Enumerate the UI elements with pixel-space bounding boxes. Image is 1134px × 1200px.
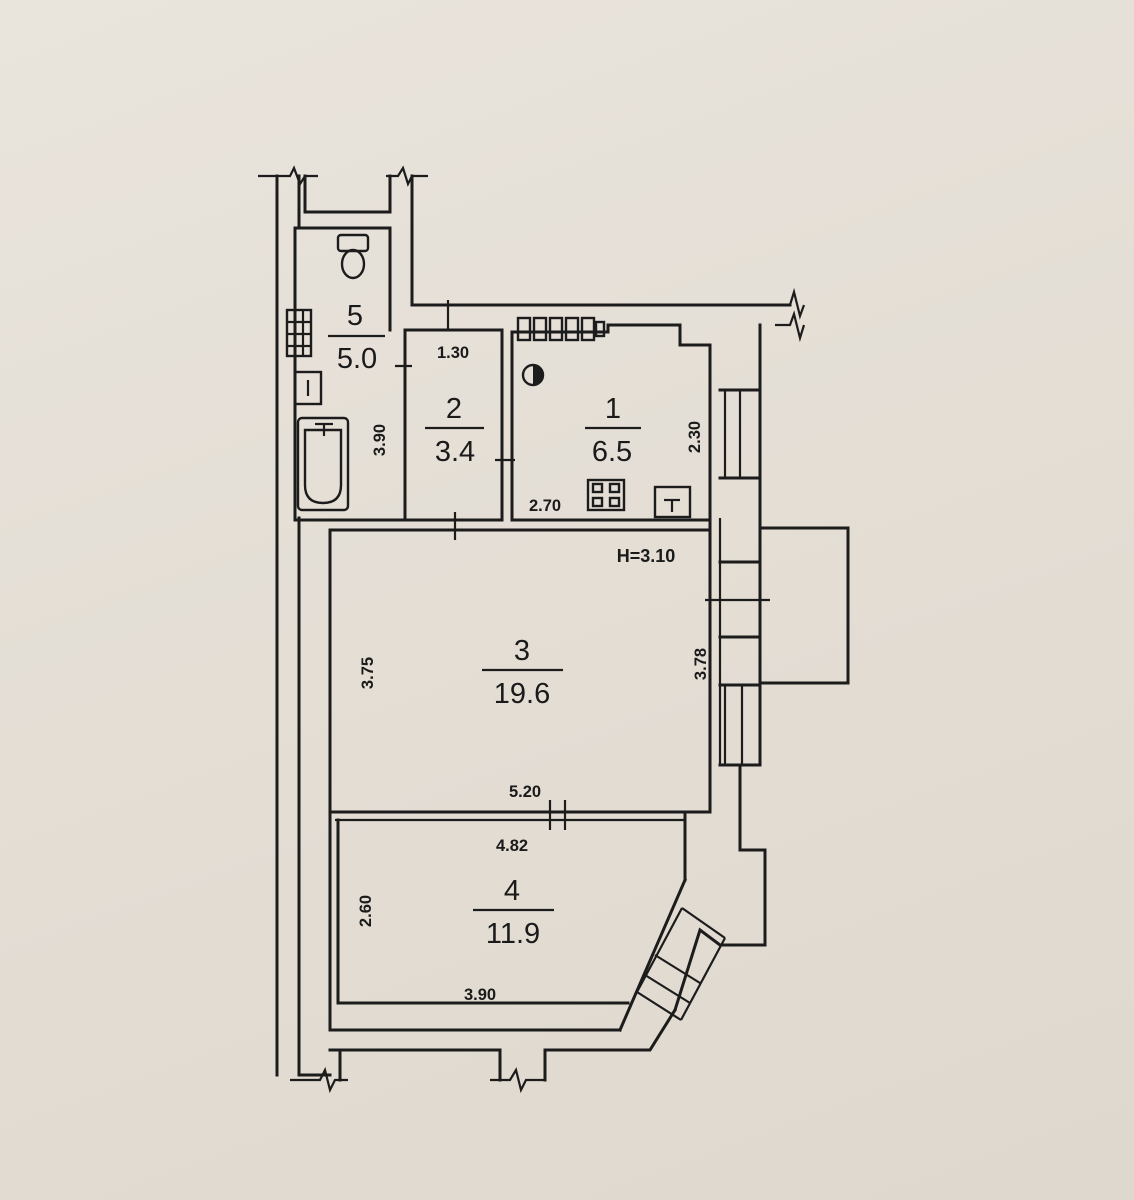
room-1-kitchen: 1 6.5 2.30 2.70 xyxy=(510,316,712,522)
room-1-number: 1 xyxy=(605,393,621,425)
room-3-left-height-label: 3.75 xyxy=(359,657,377,689)
room-4-area: 11.9 xyxy=(486,918,540,950)
kitchen-sink-icon xyxy=(653,485,692,519)
room-4: 4.82 4 11.9 2.60 3.90 xyxy=(336,818,687,1005)
radiator-icon xyxy=(516,316,606,342)
room-3-width-label: 5.20 xyxy=(509,783,541,801)
room-2-width-label: 1.30 xyxy=(437,344,469,362)
room-5-height-label: 3.90 xyxy=(371,424,389,456)
balcony xyxy=(758,526,850,685)
room-5-number: 5 xyxy=(347,300,363,332)
room-1-width-label: 2.70 xyxy=(529,497,561,515)
room-5-area: 5.0 xyxy=(337,343,377,375)
bathtub-icon xyxy=(296,416,350,512)
room-4-bottom-width-label: 3.90 xyxy=(464,986,496,1004)
bay-window xyxy=(618,810,726,1032)
stove-icon xyxy=(586,478,626,512)
room-3-number: 3 xyxy=(514,635,530,667)
ceiling-height-label: H=3.10 xyxy=(617,546,676,566)
right-wall-windows xyxy=(618,323,850,1032)
room-4-height-label: 2.60 xyxy=(357,895,375,927)
room-3-right-height-label: 3.78 xyxy=(692,648,710,680)
room-2-number: 2 xyxy=(446,393,462,425)
room-3-area: 19.6 xyxy=(494,678,550,710)
toilet-icon xyxy=(336,233,370,280)
room-3: H=3.10 3 19.6 3.75 3.78 5.20 xyxy=(328,528,712,830)
room-4-top-width-label: 4.82 xyxy=(496,837,528,855)
boiler-icon xyxy=(521,363,545,387)
room-1-area: 6.5 xyxy=(592,436,632,468)
room-4-number: 4 xyxy=(504,875,520,907)
sink-icon xyxy=(285,308,323,406)
room-5-bathroom: 5 5.0 3.90 xyxy=(285,233,412,522)
outer-walls xyxy=(258,165,806,1094)
room-1-height-label: 2.30 xyxy=(686,421,704,453)
room-2: 1.30 2 3.4 xyxy=(403,300,515,540)
room-2-area: 3.4 xyxy=(435,436,475,468)
